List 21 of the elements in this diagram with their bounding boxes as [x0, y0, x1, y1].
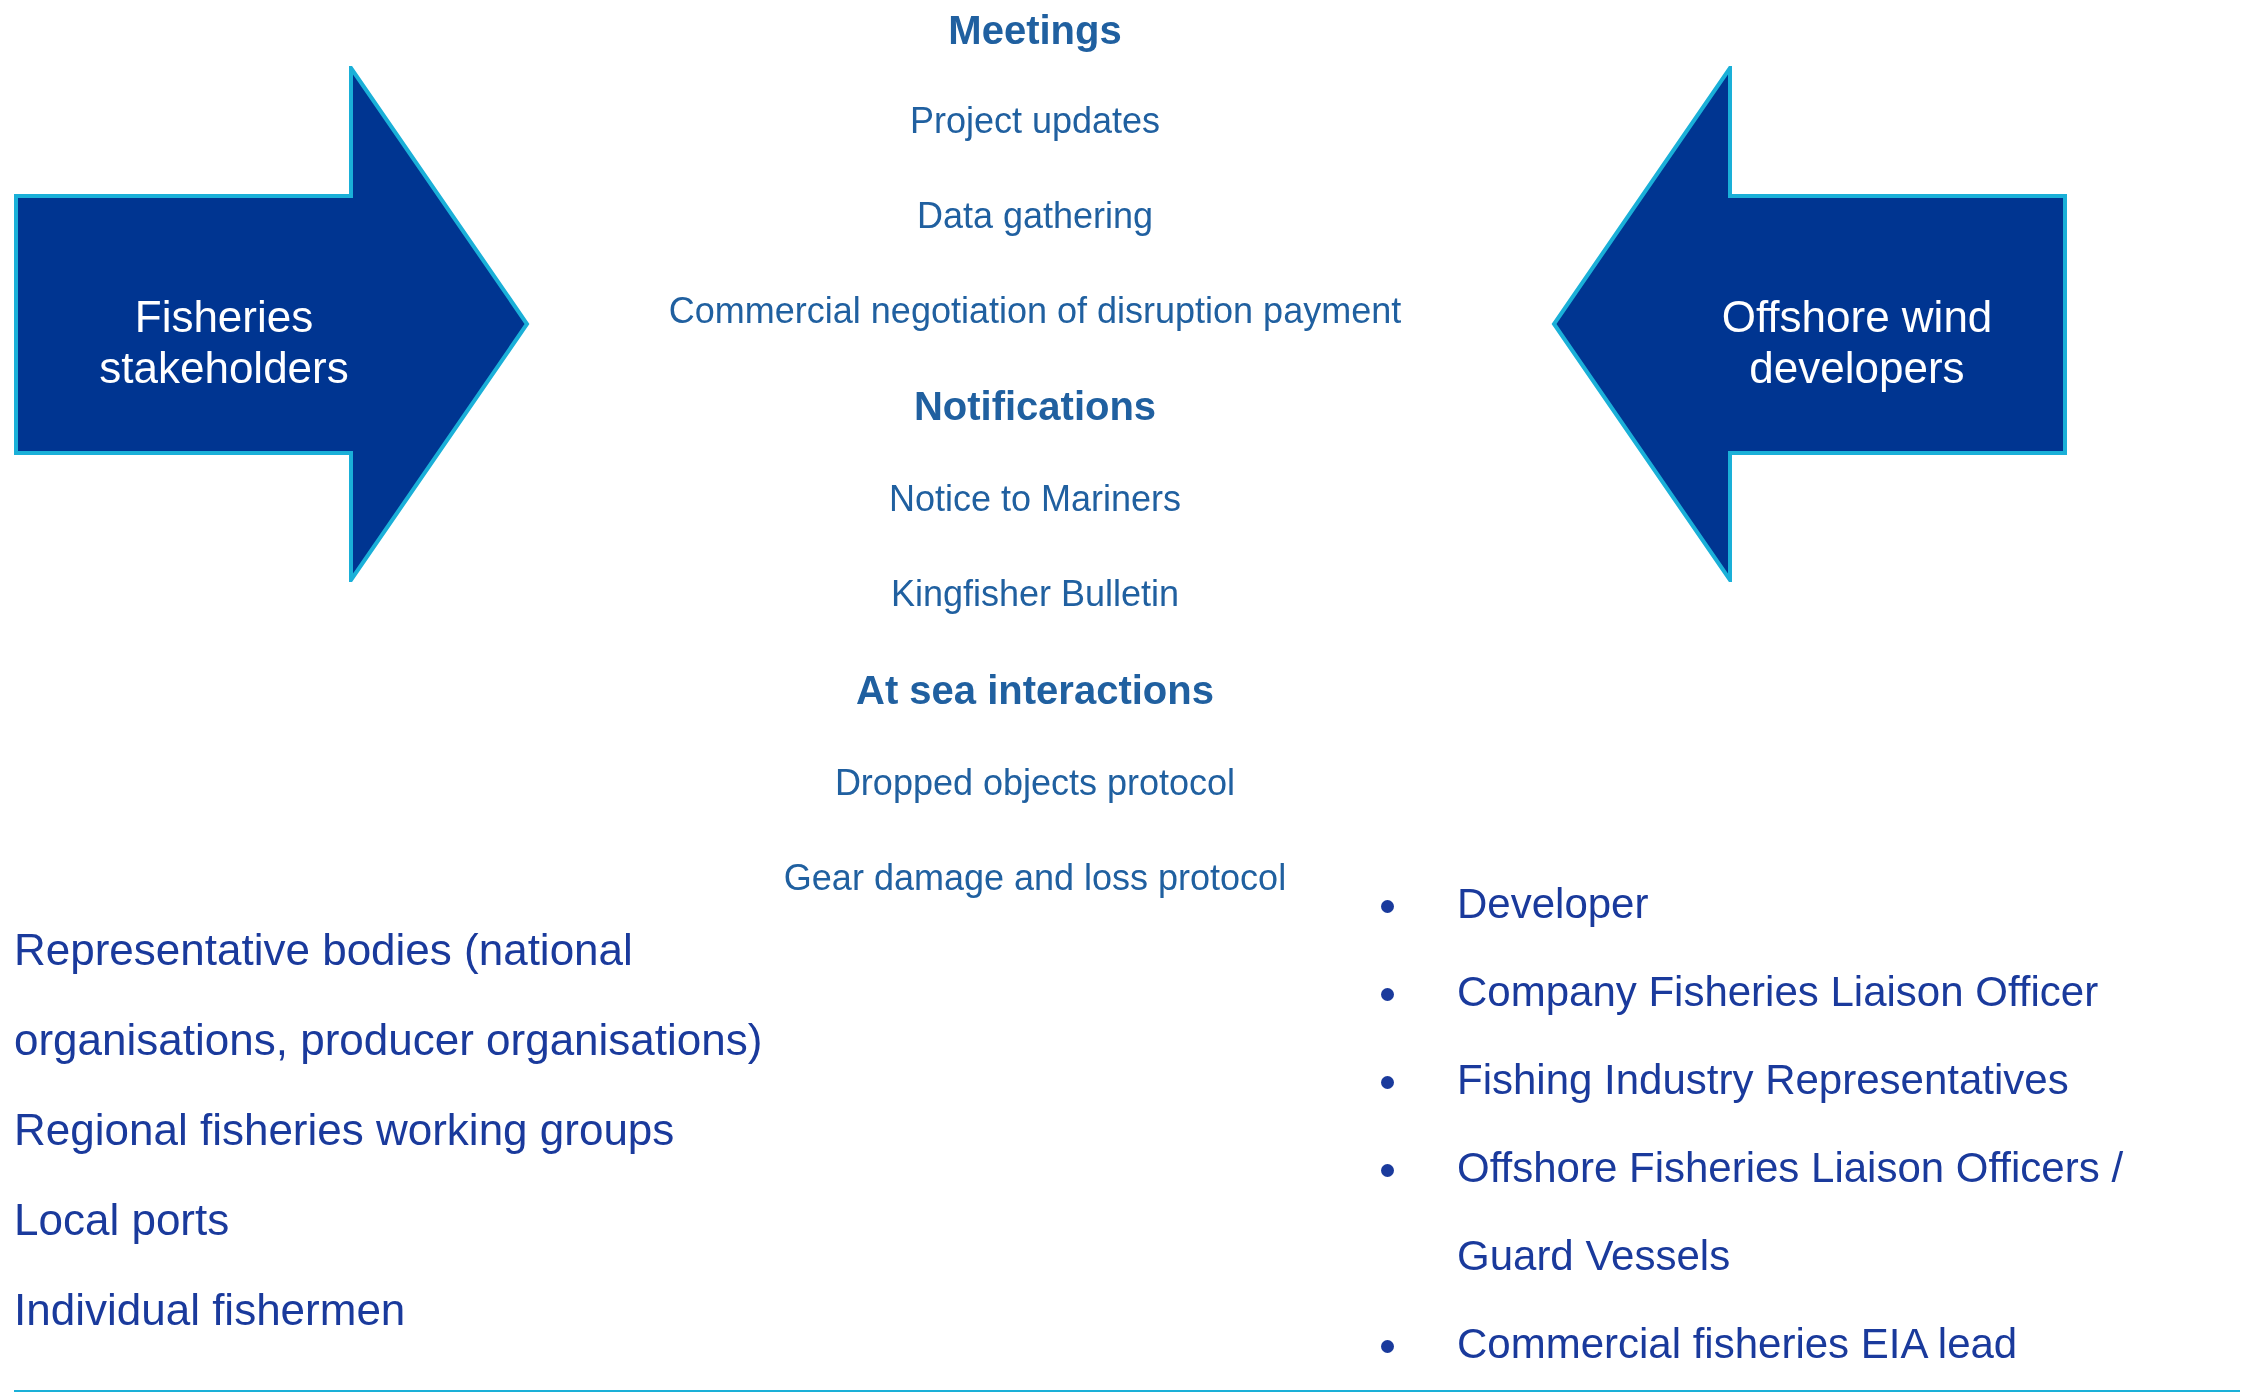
list-item: Offshore Fisheries Liaison Officers / Guard Vessels [1457, 1144, 2124, 1279]
list-item: Data gathering [915, 195, 1155, 237]
list-item: Commercial fisheries EIA lead [1457, 1320, 2018, 1367]
list-item: Fishing Industry Representatives [1457, 1056, 2069, 1103]
list-item: Local ports [14, 1194, 231, 1246]
list-item: Commercial negotiation of disruption payment [667, 290, 1403, 332]
list-item: Representative bodies (national organisations, producer organisations) [14, 924, 764, 1066]
list-item: Individual fishermen [14, 1284, 407, 1336]
list-item: Gear damage and loss protocol [782, 857, 1288, 899]
list-item: Kingfisher Bulletin [889, 573, 1181, 615]
section-heading: Meetings [947, 8, 1123, 53]
list-item: Project updates [908, 100, 1162, 142]
list-item: Developer [1457, 880, 1649, 927]
arrow-label: Offshore wind developers [1720, 292, 1994, 394]
list-item: Dropped objects protocol [833, 762, 1237, 804]
list-item: Company Fisheries Liaison Officer [1457, 968, 2099, 1015]
section-heading: Notifications [912, 384, 1158, 429]
section-heading: At sea interactions [855, 668, 1215, 713]
list-item: Notice to Mariners [887, 478, 1183, 520]
list-item: Regional fisheries working groups [14, 1104, 676, 1156]
arrow-label: Fisheries stakeholders [98, 292, 350, 394]
